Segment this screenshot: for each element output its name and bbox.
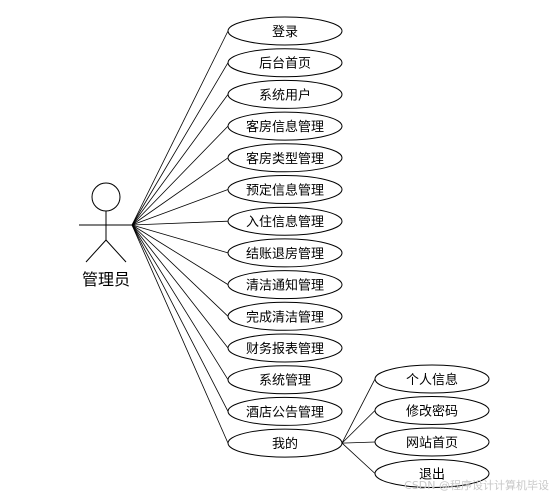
use-case-ellipse (227, 396, 343, 426)
use-case-ellipse (227, 206, 343, 236)
watermark: CSDN @程序设计计算机毕设 (404, 479, 549, 492)
use-case: 完成清洁管理 (227, 301, 343, 331)
association-line (131, 224, 229, 349)
association-line (131, 125, 229, 226)
use-case-ellipse (227, 428, 343, 458)
use-case-ellipse (227, 365, 343, 395)
sub-use-case-ellipse (374, 364, 490, 394)
sub-use-case: 退出 (374, 459, 490, 488)
actor-right-leg (105, 239, 127, 263)
association-line (131, 30, 229, 226)
association-line (131, 224, 229, 254)
sub-use-case-label: 网站首页 (406, 436, 458, 451)
association-line (131, 189, 229, 226)
use-case-label: 我的 (272, 436, 298, 452)
sub-use-case-ellipse (374, 427, 490, 457)
use-case-label: 预定信息管理 (246, 183, 324, 199)
sub-association-line (341, 442, 376, 474)
use-case-ellipse (227, 175, 343, 204)
use-case: 结账退房管理 (227, 238, 343, 268)
association-line (131, 224, 229, 317)
use-case: 清洁通知管理 (227, 270, 343, 300)
use-case: 后台首页 (227, 48, 343, 78)
use-case-label: 财务报表管理 (246, 341, 324, 357)
association-line (131, 224, 229, 380)
use-case-ellipse (227, 143, 343, 173)
use-case-list: 登录后台首页系统用户客房信息管理客房类型管理预定信息管理入住信息管理结账退房管理… (227, 16, 343, 458)
use-case-ellipse (227, 79, 343, 109)
sub-use-case-label: 个人信息 (406, 372, 458, 388)
association-line (131, 220, 229, 226)
sub-use-case: 网站首页 (374, 427, 490, 457)
actor: 管理员 (79, 182, 133, 289)
use-case-label: 清洁通知管理 (246, 278, 324, 294)
use-case-ellipse (227, 238, 343, 268)
use-case-label: 结账退房管理 (246, 246, 324, 262)
use-case: 预定信息管理 (227, 175, 343, 204)
use-case-label: 后台首页 (259, 57, 311, 72)
use-case: 系统管理 (227, 365, 343, 395)
use-case: 我的 (227, 428, 343, 458)
use-case: 登录 (227, 16, 343, 46)
use-case-ellipse (227, 270, 343, 300)
sub-association-line (341, 378, 376, 444)
association-lines (131, 30, 229, 444)
association-line (131, 224, 229, 285)
sub-use-case-ellipse (374, 459, 490, 488)
use-case-label: 入住信息管理 (246, 214, 324, 230)
sub-use-case-label: 修改密码 (406, 404, 458, 420)
use-case-ellipse (227, 16, 343, 46)
sub-use-case: 个人信息 (374, 364, 490, 394)
association-line (131, 224, 229, 444)
sub-use-case-label: 退出 (419, 468, 445, 483)
use-case-label: 酒店公告管理 (246, 405, 324, 420)
sub-association-line (341, 410, 376, 444)
association-line (131, 62, 229, 226)
use-case: 酒店公告管理 (227, 396, 343, 426)
use-case-ellipse (227, 111, 343, 141)
sub-association-lines (341, 378, 376, 474)
use-case: 客房信息管理 (227, 111, 343, 141)
use-case-ellipse (227, 301, 343, 331)
association-line (131, 94, 229, 226)
use-case-label: 系统用户 (259, 87, 311, 103)
sub-association-line (341, 441, 376, 444)
association-line (131, 224, 229, 412)
use-case-label: 完成清洁管理 (246, 310, 324, 325)
use-case-label: 系统管理 (259, 374, 311, 389)
use-case-label: 客房信息管理 (246, 119, 324, 135)
use-case: 系统用户 (227, 79, 343, 109)
sub-use-case-ellipse (374, 396, 490, 425)
association-line (131, 157, 229, 226)
use-case-label: 客房类型管理 (246, 151, 324, 167)
use-case-ellipse (227, 48, 343, 78)
sub-use-case: 修改密码 (374, 396, 490, 425)
actor-left-leg (85, 239, 107, 263)
use-case: 入住信息管理 (227, 206, 343, 236)
use-case: 客房类型管理 (227, 143, 343, 173)
use-case: 财务报表管理 (227, 333, 343, 363)
actor-head (91, 182, 121, 212)
actor-label: 管理员 (82, 270, 130, 289)
use-case-label: 登录 (272, 25, 298, 40)
use-case-ellipse (227, 333, 343, 363)
